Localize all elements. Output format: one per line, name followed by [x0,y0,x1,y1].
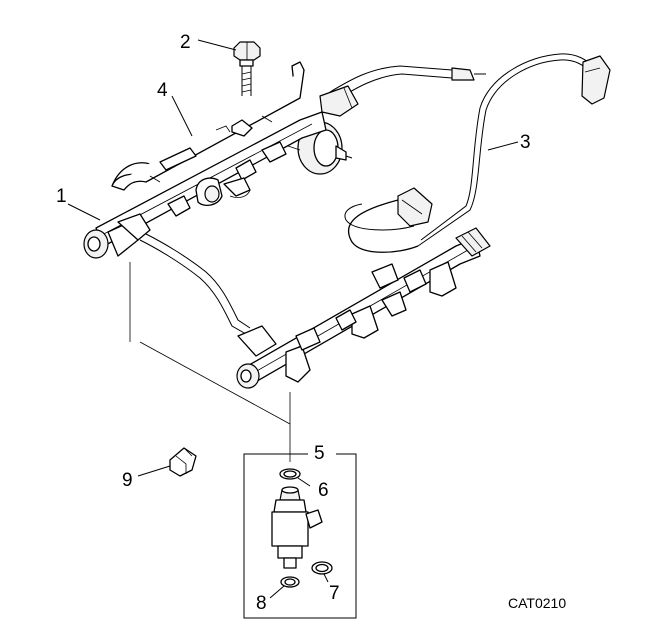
callout-1: 1 [56,186,67,207]
bolt-part-2 [233,41,261,96]
callout-labels: 2 4 1 3 5 6 9 8 7 [56,32,531,614]
callout-leaders [67,39,519,599]
assembly-leader-lines [129,262,291,462]
catalog-reference-code: CAT0210 [508,595,566,611]
callout-5: 5 [314,443,325,464]
callout-8: 8 [256,593,267,614]
callout-4: 4 [157,80,168,101]
injector-kit-box-part-5 [243,453,357,619]
callout-2: 2 [180,32,191,53]
callout-7: 7 [329,583,340,604]
clip-part-9 [169,447,197,477]
heat-shield-part-4 [111,61,305,191]
callout-9: 9 [122,470,133,491]
injector-part-5 [271,468,333,588]
callout-3: 3 [520,132,531,153]
fuel-rail-part-1 [83,111,491,389]
fuel-feed-pipe [319,65,486,117]
vacuum-hose-part-3 [344,53,611,253]
callout-6: 6 [318,480,329,501]
